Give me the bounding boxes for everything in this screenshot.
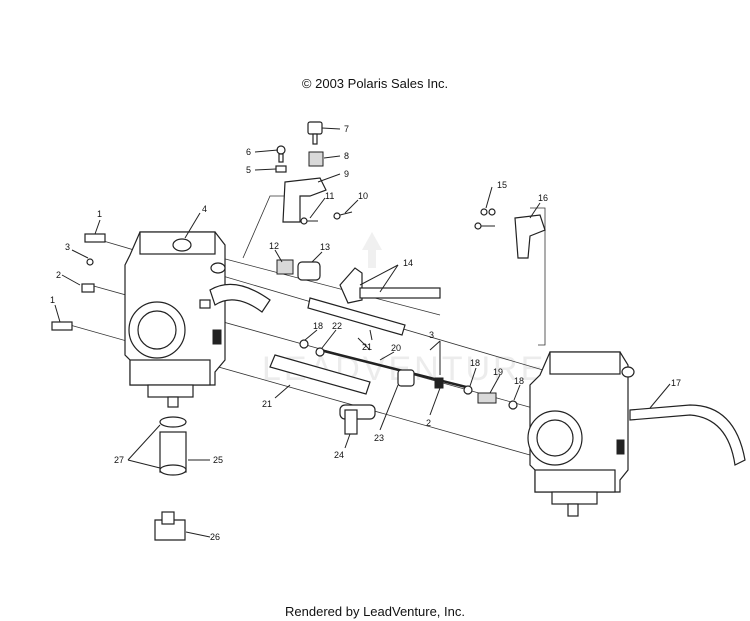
callout-13: 13 [320, 242, 330, 252]
callout-23: 23 [374, 433, 384, 443]
callout-18a: 18 [313, 321, 323, 331]
callout-9: 9 [344, 169, 349, 179]
callout-8: 8 [344, 151, 349, 161]
callout-26: 26 [210, 532, 220, 542]
callout-18c: 18 [514, 376, 524, 386]
callout-19: 19 [493, 367, 503, 377]
callout-10: 10 [358, 191, 368, 201]
callout-1b: 1 [50, 295, 55, 305]
copyright-notice: © 2003 Polaris Sales Inc. [301, 76, 449, 91]
fuel-hose [629, 404, 746, 466]
watermark-logo-icon [362, 232, 382, 268]
callout-27: 27 [114, 455, 124, 465]
rendered-by-credit: Rendered by LeadVenture, Inc. [285, 604, 465, 619]
callout-5: 5 [246, 165, 251, 175]
callout-12: 12 [269, 241, 279, 251]
callout-2b: 2 [426, 418, 431, 428]
leader-lines [54, 127, 671, 538]
left-vent-hose [209, 283, 271, 313]
callout-2a: 2 [56, 270, 61, 280]
drain-hoses [154, 416, 187, 541]
callout-22: 22 [332, 321, 342, 331]
callout-18b: 18 [470, 358, 480, 368]
throttle-shaft-assembly [299, 339, 518, 410]
right-bracket [474, 208, 546, 259]
callout-3b: 3 [429, 330, 434, 340]
callout-17: 17 [671, 378, 681, 388]
callout-20: 20 [391, 343, 401, 353]
callout-21b: 21 [262, 399, 272, 409]
left-carburetor [124, 231, 271, 408]
callout-3a: 3 [65, 242, 70, 252]
callout-15: 15 [497, 180, 507, 190]
callout-24: 24 [334, 450, 344, 460]
callout-1a: 1 [97, 209, 102, 219]
throttle-cam-parts [276, 259, 441, 336]
callout-16: 16 [538, 193, 548, 203]
callout-21a: 21 [362, 342, 372, 352]
left-hardware [51, 233, 106, 331]
callout-25: 25 [213, 455, 223, 465]
callout-14: 14 [403, 258, 413, 268]
callout-6: 6 [246, 147, 251, 157]
callout-labels: 1 1 2 2 3 3 4 5 6 7 8 9 10 11 12 13 14 1… [50, 124, 681, 542]
balance-tubes [269, 354, 376, 435]
callout-11: 11 [325, 191, 334, 201]
throttle-bracket [275, 121, 353, 225]
right-carburetor [527, 351, 635, 517]
callout-7: 7 [344, 124, 349, 134]
callout-4: 4 [202, 204, 207, 214]
